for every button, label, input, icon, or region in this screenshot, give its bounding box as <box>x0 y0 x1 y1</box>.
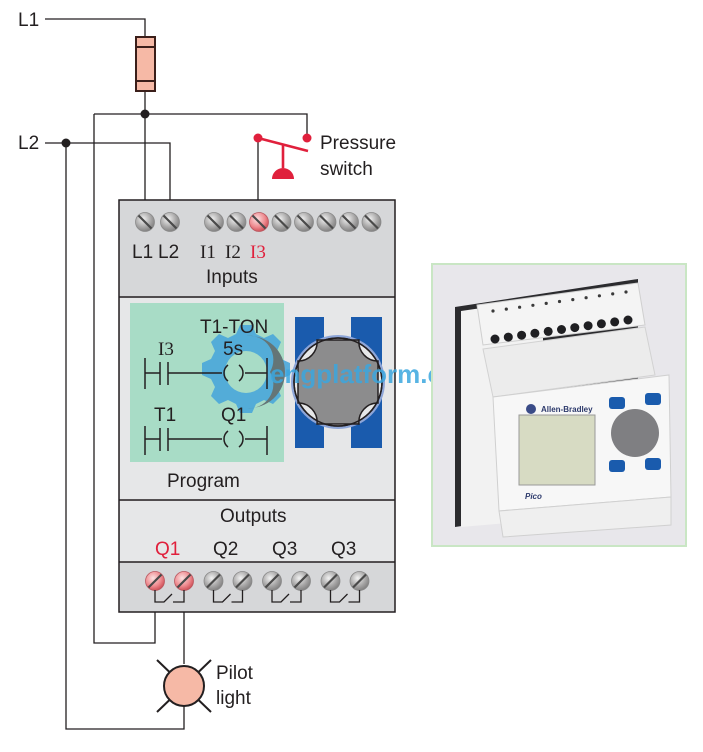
pilot-light-label-1: Pilot <box>216 663 254 684</box>
output-terminal-strip <box>145 571 370 603</box>
relay-contact-icon <box>329 590 361 603</box>
photo-screw-dot <box>518 305 522 309</box>
photo-terminal-hole <box>557 325 566 334</box>
photo-terminal-hole <box>583 321 593 331</box>
screw-terminal-l2 <box>160 212 180 232</box>
pilot-light-label-2: light <box>216 688 252 709</box>
junction-dot-l2 <box>61 138 71 148</box>
photo-terminal-hole <box>490 334 500 344</box>
screw-terminal-input-5 <box>294 212 314 232</box>
rung-2-coil-label: Q1 <box>221 405 246 426</box>
photo-terminal-hole <box>623 315 633 325</box>
terminal-label-l1: L1 <box>132 242 153 263</box>
pressure-switch-label-1: Pressure <box>320 133 396 154</box>
photo-screw-dot <box>571 298 575 302</box>
photo-screw-dot <box>624 290 628 294</box>
screw-terminal-out-3b <box>291 571 311 591</box>
keypad-dpad-icon <box>291 317 385 448</box>
photo-terminal-hole <box>610 317 620 327</box>
watermark-gear-icon <box>202 325 290 413</box>
ladder-diagram <box>144 358 268 455</box>
screw-terminal-input-6 <box>316 212 337 232</box>
photo-screw-dot <box>611 292 615 296</box>
screw-terminal-out-2a <box>203 571 224 591</box>
photo-terminal-hole <box>543 326 553 336</box>
rung-1-coil-label: 5s <box>223 339 243 360</box>
input-label-i1: I1 <box>200 242 216 263</box>
l1-supply-label: L1 <box>18 10 39 31</box>
screw-terminal-input-8 <box>361 212 382 232</box>
photo-screw-dot <box>491 309 495 313</box>
output-label-q3: Q3 <box>272 539 297 560</box>
pressure-switch-label-2: switch <box>320 159 373 180</box>
output-label-q1: Q1 <box>155 539 180 560</box>
screw-terminal-input-7 <box>339 212 359 232</box>
photo-terminal-hole <box>596 319 606 329</box>
plc-product-photo: Allen-Bradley Pico <box>431 263 687 547</box>
screw-terminal-l1 <box>135 212 155 232</box>
screw-terminal-out-1a <box>145 571 165 591</box>
pressure-switch-icon <box>253 133 312 179</box>
photo-brand-label: Allen-Bradley <box>541 405 593 414</box>
input-terminal-strip <box>135 212 382 232</box>
photo-screw-dot <box>531 303 535 307</box>
output-label-q2: Q2 <box>213 539 238 560</box>
photo-screw-dot <box>597 294 601 298</box>
relay-contact-icon <box>154 590 185 603</box>
photo-screw-dot <box>504 307 508 311</box>
input-label-i3: I3 <box>250 242 266 263</box>
output-label-q4: Q3 <box>331 539 356 560</box>
photo-screw-dot <box>544 301 548 305</box>
screw-terminal-out-1b <box>174 571 194 591</box>
photo-terminal-hole <box>530 328 540 338</box>
screw-terminal-out-4a <box>320 571 341 591</box>
photo-screw-dot <box>557 299 562 304</box>
junction-dot-l1 <box>140 109 150 119</box>
program-heading: Program <box>167 471 240 492</box>
screw-terminal-out-3a <box>262 571 282 591</box>
relay-contact-icon <box>271 590 302 603</box>
screw-terminal-out-4b <box>349 571 370 591</box>
outputs-heading: Outputs <box>220 506 287 527</box>
screw-terminal-input-3 <box>249 212 269 232</box>
screw-terminal-input-1 <box>204 212 224 232</box>
photo-terminal-hole <box>570 323 580 333</box>
relay-contact-icon <box>212 590 244 603</box>
photo-model-label: Pico <box>525 492 542 501</box>
photo-terminal-hole <box>517 330 527 340</box>
terminal-label-l2: L2 <box>158 242 179 263</box>
screw-terminal-out-2b <box>232 571 253 591</box>
pilot-light-icon <box>156 659 212 713</box>
rung-1-coil-header: T1-TON <box>200 317 268 338</box>
rung-1-contact-label: I3 <box>158 339 174 360</box>
photo-screw-dot <box>584 296 588 300</box>
l2-supply-label: L2 <box>18 133 39 154</box>
screw-terminal-input-4 <box>271 212 292 232</box>
rung-2-contact-label: T1 <box>154 405 176 426</box>
photo-terminal-hole <box>503 332 513 342</box>
inputs-heading: Inputs <box>206 267 258 288</box>
wires <box>45 18 308 730</box>
screw-terminal-input-2 <box>226 212 247 232</box>
fuse-icon <box>135 36 156 92</box>
input-label-i2: I2 <box>225 242 241 263</box>
